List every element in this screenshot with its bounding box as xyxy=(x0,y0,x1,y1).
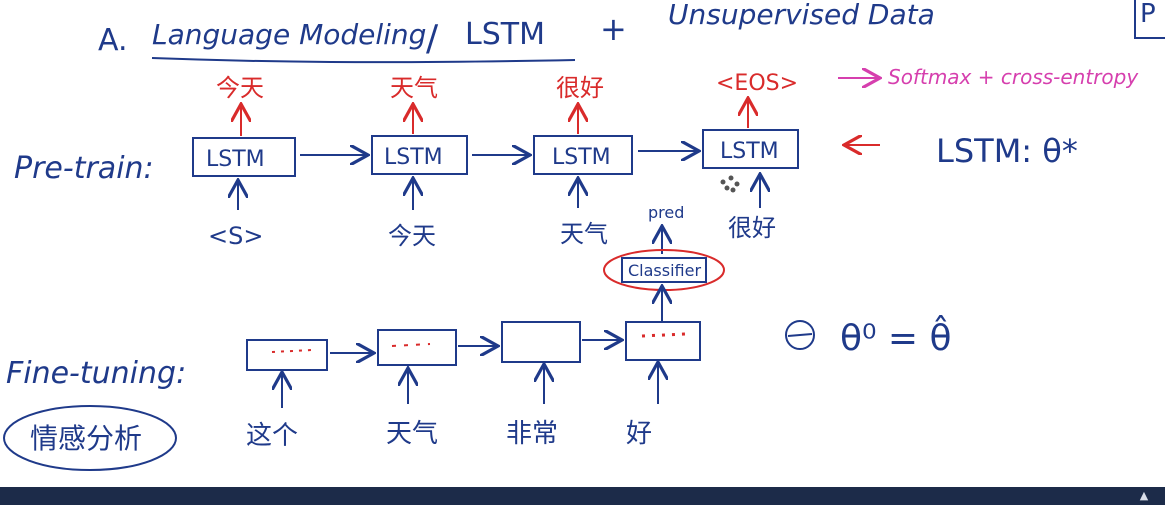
lstm-box xyxy=(702,129,799,169)
lstm-box xyxy=(371,135,468,175)
pen-cursor-icon xyxy=(720,175,740,193)
input-token: 天气 xyxy=(560,220,608,248)
output-token: 天气 xyxy=(390,74,438,102)
caret-up-icon[interactable]: ▲ xyxy=(1139,489,1149,502)
theta-mark xyxy=(785,320,815,350)
hidden-state-mark xyxy=(271,349,313,353)
pretrain-label: Pre-train: xyxy=(14,151,154,186)
loss-note: Softmax + cross-entropy xyxy=(888,65,1139,89)
title-tail: Unsupervised Data xyxy=(668,0,935,31)
cell-box xyxy=(246,339,328,371)
finetune-cell-2: 天气 xyxy=(377,329,457,449)
classifier: pred Classifier xyxy=(603,203,725,322)
title-lstm: LSTM xyxy=(465,17,545,52)
title-corner: P xyxy=(1140,0,1156,29)
input-token: 这个 xyxy=(246,421,298,451)
classifier-output: pred xyxy=(648,203,684,222)
pretrain-cell-3: LSTM 很好 天气 xyxy=(533,74,633,248)
hidden-state-mark xyxy=(641,332,687,338)
input-token: 很好 xyxy=(728,214,776,242)
finetune-cell-3: 非常 xyxy=(501,321,581,449)
params-note: LSTM: θ* xyxy=(936,132,1078,170)
pretrain-cell-4: LSTM <EOS> 很好 xyxy=(702,71,799,242)
title-plus: + xyxy=(600,10,627,48)
finetune-label: Fine-tuning: xyxy=(6,356,186,391)
pretrain-cell-2: LSTM 天气 今天 xyxy=(371,74,468,250)
finetune-cell-4: 好 xyxy=(625,321,701,449)
video-player-bar: ▲ xyxy=(0,487,1165,505)
input-token: <S> xyxy=(208,222,263,250)
whiteboard: A. Language Modeling / LSTM + Unsupervis… xyxy=(3,0,1165,471)
cell-box xyxy=(377,329,457,366)
cell-box xyxy=(501,321,581,363)
title-slash: / xyxy=(426,18,439,59)
input-token: 天气 xyxy=(386,419,438,449)
lstm-box-label: LSTM xyxy=(384,145,443,170)
pretrain-cell-1: LSTM 今天 <S> xyxy=(192,74,296,250)
classifier-box xyxy=(621,257,707,283)
corner-box xyxy=(1134,0,1165,39)
task-oval xyxy=(3,405,177,471)
output-token: 很好 xyxy=(556,74,604,102)
input-token: 好 xyxy=(626,419,652,449)
title-main: Language Modeling xyxy=(152,18,426,51)
lstm-box xyxy=(192,137,296,177)
finetune-cell-1: 这个 xyxy=(246,339,328,451)
input-token: 今天 xyxy=(388,222,436,250)
title-underline xyxy=(151,57,576,64)
lstm-box-label: LSTM xyxy=(206,147,265,172)
lstm-box xyxy=(533,135,633,175)
lstm-box-label: LSTM xyxy=(552,145,611,170)
equation: θ⁰ = θ̂ xyxy=(840,314,952,359)
lstm-box-label: LSTM xyxy=(720,139,779,164)
hidden-state-mark xyxy=(391,343,431,347)
task-label: 情感分析 xyxy=(30,422,142,455)
title-prefix: A. xyxy=(98,23,128,58)
input-token: 非常 xyxy=(506,419,558,449)
theta-mark-bar xyxy=(787,333,813,337)
classifier-label: Classifier xyxy=(628,261,701,280)
output-token: 今天 xyxy=(216,74,264,102)
title: A. Language Modeling / LSTM + Unsupervis… xyxy=(98,0,1156,59)
output-token: <EOS> xyxy=(716,71,798,96)
cell-box xyxy=(625,321,701,361)
